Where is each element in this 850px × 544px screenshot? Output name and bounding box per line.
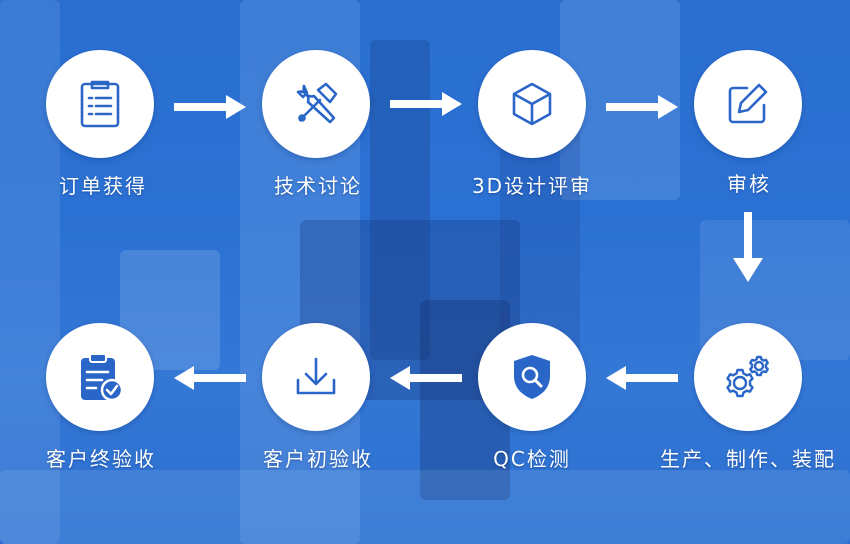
arrow-left-icon — [390, 366, 462, 390]
step-node-tech — [262, 50, 370, 158]
step-label-initial-acceptance: 客户初验收 — [263, 447, 373, 471]
step-node-final-acceptance — [46, 323, 154, 431]
step-label-order: 订单获得 — [59, 174, 147, 198]
arrow-right-icon — [390, 92, 462, 116]
step-label-3d: 3D设计评审 — [471, 174, 593, 198]
edit-icon — [728, 83, 768, 124]
step-label-qc: QC检测 — [493, 447, 571, 471]
step-label-final-acceptance: 客户终验收 — [46, 447, 156, 471]
step-label-review: 审核 — [727, 172, 771, 196]
clipboard-list-icon — [80, 80, 120, 128]
download-icon — [296, 357, 336, 395]
cube-icon — [512, 82, 552, 126]
arrow-right-icon — [174, 95, 246, 119]
arrow-left-icon — [174, 366, 246, 390]
arrow-left-icon — [606, 366, 678, 390]
arrow-down-icon — [733, 212, 763, 282]
step-node-order — [46, 50, 154, 158]
step-node-review — [694, 50, 802, 158]
step-label-production: 生产、制作、装配 — [660, 447, 836, 471]
clipboard-check-icon — [81, 353, 124, 402]
step-node-production — [694, 323, 802, 431]
step-node-initial-acceptance — [262, 323, 370, 431]
step-node-3d — [478, 50, 586, 158]
gears-icon — [726, 355, 769, 398]
step-label-tech: 技术讨论 — [274, 174, 362, 198]
arrow-right-icon — [606, 95, 678, 119]
tools-icon — [296, 82, 338, 124]
shield-search-icon — [514, 355, 550, 399]
step-node-qc — [478, 323, 586, 431]
